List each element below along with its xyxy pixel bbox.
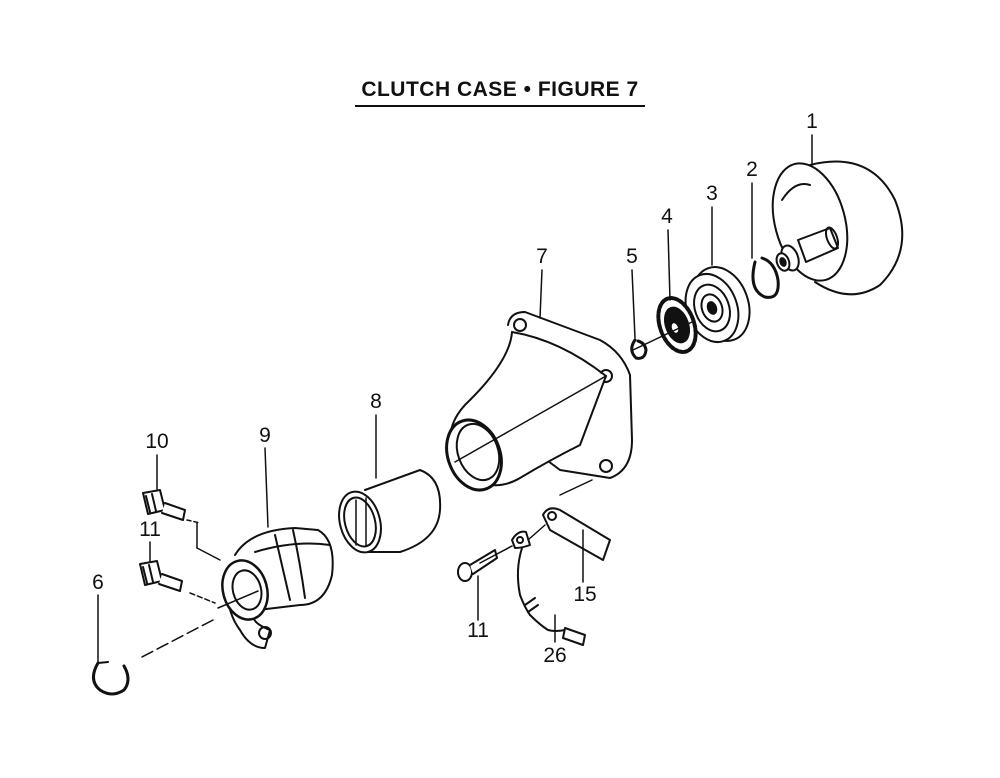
figure-title: CLUTCH CASE • FIGURE 7	[0, 78, 1000, 107]
callout-labels: 1 2 3 4 5 7 8 9 10 11 6 11 15 26	[92, 110, 818, 667]
callout-4: 4	[661, 205, 673, 228]
part-4-gear-washer	[656, 296, 698, 354]
part-9-clamp-housing	[139, 527, 334, 659]
callout-9: 9	[259, 424, 271, 447]
part-15-terminal-plate	[542, 479, 611, 561]
callout-11-right: 11	[467, 619, 489, 642]
callout-6: 6	[92, 571, 104, 594]
part-7-clutch-case	[445, 311, 693, 492]
callout-5: 5	[626, 245, 638, 268]
part-10-bolt	[142, 489, 221, 561]
callout-1: 1	[806, 110, 818, 133]
callout-3: 3	[706, 182, 718, 205]
callout-10: 10	[145, 430, 168, 453]
part-8-liner	[338, 469, 442, 554]
part-26-wire-lead	[511, 524, 586, 646]
part-11-bolt-left	[139, 560, 216, 604]
callout-15: 15	[573, 583, 596, 606]
part-6-circlip	[92, 661, 130, 696]
callout-11-left: 11	[139, 518, 161, 541]
figure-title-text: CLUTCH CASE • FIGURE 7	[355, 78, 645, 107]
callout-8: 8	[370, 390, 382, 413]
part-3-bearing	[684, 266, 751, 343]
leader-lines	[97, 134, 813, 663]
part-2-snap-ring	[751, 256, 780, 299]
callout-7: 7	[536, 245, 548, 268]
callout-2: 2	[746, 158, 758, 181]
part-11-bolt-right	[457, 545, 513, 582]
callout-26: 26	[543, 644, 566, 667]
part-1-clutch-drum	[771, 160, 904, 296]
